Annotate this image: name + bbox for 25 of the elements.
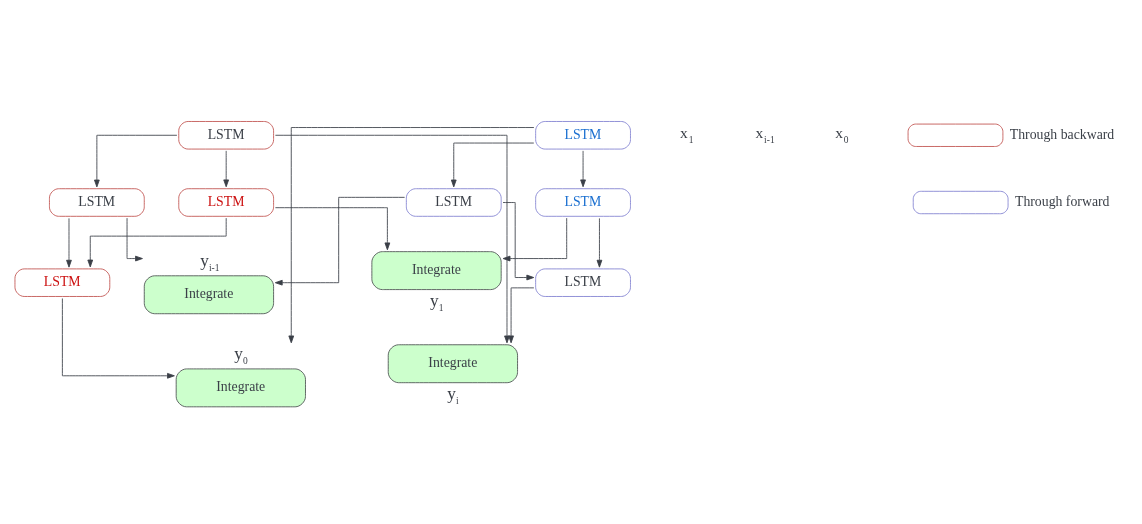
arrow — [87, 217, 227, 268]
legend-label: Through backward — [1009, 126, 1115, 142]
arrow — [450, 142, 535, 188]
arrow — [288, 127, 535, 344]
arrow — [66, 217, 72, 268]
legend-label: Through forward — [1014, 193, 1110, 209]
arrow — [275, 207, 391, 251]
arrow — [274, 196, 406, 286]
label: x$_{i-1}$ — [755, 124, 775, 146]
arrow — [275, 134, 510, 344]
arrow — [126, 217, 143, 262]
node-label: y$_{1}$ — [430, 290, 444, 313]
arrow — [596, 217, 603, 268]
node-label: y$_{i-1}$ — [200, 251, 220, 274]
arrow — [502, 202, 535, 281]
node-label: y$_{0}$ — [234, 344, 248, 367]
arrow — [223, 150, 229, 188]
arrow — [580, 150, 586, 188]
arrow — [508, 287, 535, 344]
label: x$_{1}$ — [680, 124, 694, 146]
label: x$_{0}$ — [835, 124, 849, 146]
arrow — [94, 134, 178, 188]
arrow — [61, 298, 175, 379]
node-label: y$_{i}$ — [447, 384, 459, 407]
arrow — [502, 217, 568, 262]
